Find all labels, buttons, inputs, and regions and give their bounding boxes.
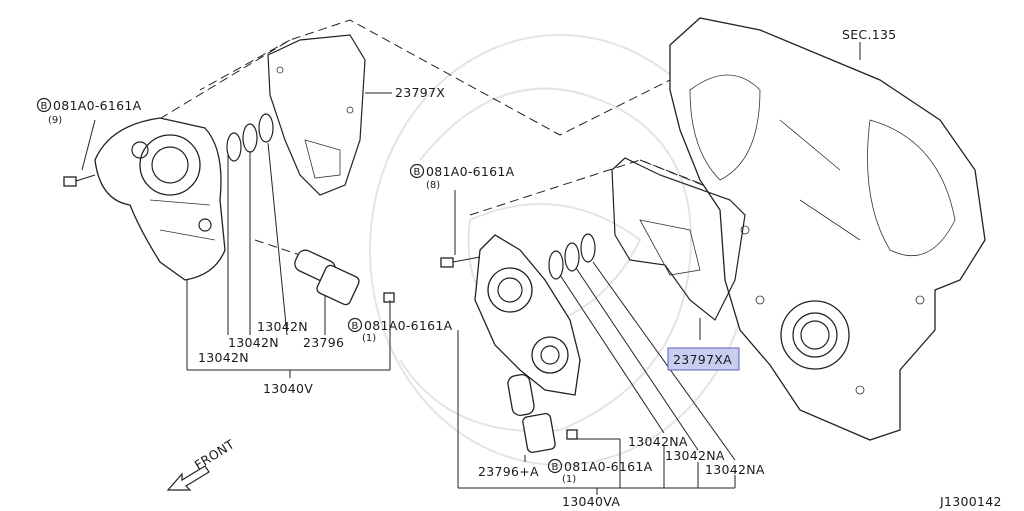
left-cover-housing — [94, 117, 226, 281]
right-front-cover — [669, 17, 986, 441]
svg-text:(1): (1) — [562, 474, 576, 485]
label-assembly-right[interactable]: 13040VA — [562, 494, 620, 509]
label-gasket-left[interactable]: 23797X — [395, 85, 445, 100]
label-bolt-top-left[interactable]: B 081A0-6161A (9) — [36, 97, 142, 126]
right-o-rings — [548, 233, 596, 280]
highlight-box — [667, 347, 740, 371]
label-seal-right-3[interactable]: 13042NA — [705, 462, 765, 477]
label-solenoid-left[interactable]: 23796 — [303, 335, 344, 350]
label-seal-left-2[interactable]: 13042N — [228, 335, 279, 350]
svg-text:B: B — [352, 321, 359, 332]
left-solenoid — [294, 249, 395, 306]
label-bolt-solenoid-left[interactable]: B 081A0-6161A (1) — [347, 317, 453, 344]
diagram-id: J1300142 — [939, 494, 1002, 509]
svg-text:081A0-6161A: 081A0-6161A — [564, 459, 653, 474]
right-gasket — [611, 157, 746, 321]
label-seal-left-3[interactable]: 13042N — [257, 319, 308, 334]
svg-text:B: B — [41, 101, 48, 112]
front-arrow-icon — [166, 465, 210, 491]
label-gasket-right[interactable]: 23797XA — [673, 352, 732, 367]
label-solenoid-right[interactable]: 23796+A — [478, 464, 539, 479]
label-assembly-left[interactable]: 13040V — [263, 381, 313, 396]
svg-text:081A0-6161A: 081A0-6161A — [426, 164, 515, 179]
right-leader-lines — [454, 42, 861, 495]
label-bolt-mid[interactable]: B 081A0-6161A (8) — [409, 163, 515, 191]
label-bolt-solenoid-right[interactable]: B 081A0-6161A (1) — [547, 458, 653, 485]
svg-text:081A0-6161A: 081A0-6161A — [364, 318, 453, 333]
label-seal-right-1[interactable]: 13042NA — [628, 434, 688, 449]
svg-text:(9): (9) — [48, 115, 62, 126]
left-leader-lines — [81, 92, 392, 378]
svg-text:(8): (8) — [426, 180, 440, 191]
dashed-guide-lines — [99, 19, 741, 256]
left-bolt — [63, 174, 96, 187]
label-sec-ref[interactable]: SEC.135 — [842, 27, 897, 42]
label-seal-left-1[interactable]: 13042N — [198, 350, 249, 365]
svg-text:(1): (1) — [362, 333, 376, 344]
svg-text:B: B — [414, 167, 421, 178]
right-cover-housing — [474, 234, 581, 396]
right-bolt — [440, 256, 481, 268]
right-solenoid — [507, 374, 578, 454]
svg-text:081A0-6161A: 081A0-6161A — [53, 98, 142, 113]
label-front: FRONT — [192, 436, 237, 472]
svg-text:B: B — [552, 462, 559, 473]
left-gasket — [267, 34, 366, 196]
label-seal-right-2[interactable]: 13042NA — [665, 448, 725, 463]
